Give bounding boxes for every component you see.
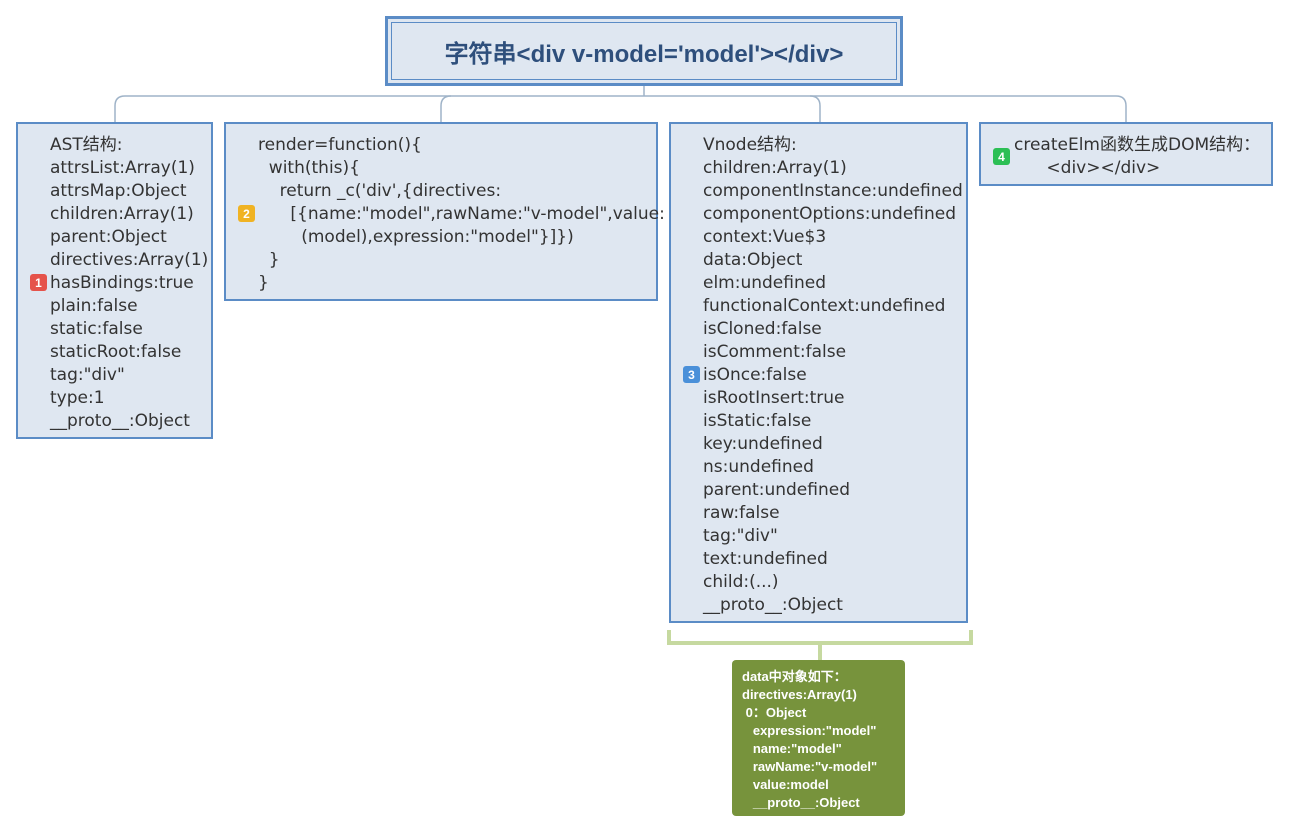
vnode-line: key:undefined bbox=[703, 434, 823, 454]
ast-line: plain:false bbox=[50, 296, 138, 316]
render-lines: render=function(){ with(this){ return _c… bbox=[258, 134, 665, 295]
vnode-line: data:Object bbox=[703, 250, 803, 270]
root-title: 字符串<div v-model='model'></div> bbox=[444, 40, 844, 68]
vnode-line: elm:undefined bbox=[703, 273, 827, 293]
connector-branch-bar bbox=[114, 95, 1127, 122]
render-line: with(this){ bbox=[258, 158, 360, 178]
ast-line: __proto__:Object bbox=[50, 411, 190, 431]
vnode-line: tag:"div" bbox=[703, 526, 778, 546]
render-line: [{name:"model",rawName:"v-model",value: bbox=[258, 204, 665, 224]
ast-lines: AST结构: attrsList:Array(1) attrsMap:Objec… bbox=[50, 134, 208, 433]
connector-to-render bbox=[440, 95, 452, 122]
ast-line: attrsList:Array(1) bbox=[50, 158, 195, 178]
vnode-line: children:Array(1) bbox=[703, 158, 847, 178]
callout-line: data中对象如下： bbox=[742, 669, 847, 684]
render-line: } bbox=[258, 273, 269, 293]
vnode-line: text:undefined bbox=[703, 549, 828, 569]
vnode-line: raw:false bbox=[703, 503, 780, 523]
ast-line: children:Array(1) bbox=[50, 204, 194, 224]
priority-1-badge-icon: 1 bbox=[30, 274, 47, 291]
vnode-line: isOnce:false bbox=[703, 365, 807, 385]
render-line: render=function(){ bbox=[258, 135, 422, 155]
root-node[interactable]: 字符串<div v-model='model'></div> bbox=[385, 16, 903, 86]
vnode-lines: Vnode结构: children:Array(1) componentInst… bbox=[703, 134, 963, 617]
create-elm-lines: createElm函数生成DOM结构： <div></div> bbox=[1014, 134, 1260, 180]
ast-line: static:false bbox=[50, 319, 143, 339]
priority-4-badge-icon: 4 bbox=[993, 148, 1010, 165]
render-line: return _c('div',{directives: bbox=[258, 181, 502, 201]
vnode-line: componentInstance:undefined bbox=[703, 181, 963, 201]
vnode-line: isCloned:false bbox=[703, 319, 822, 339]
callout-line: rawName:"v-model" bbox=[742, 759, 878, 774]
create-elm-node[interactable]: createElm函数生成DOM结构： <div></div> 4 bbox=[979, 122, 1273, 186]
callout-line: expression:"model" bbox=[742, 723, 877, 738]
vnode-line: isStatic:false bbox=[703, 411, 812, 431]
data-summary-callout[interactable]: data中对象如下： directives:Array(1) 0：Object … bbox=[732, 660, 905, 816]
ast-line: type:1 bbox=[50, 388, 105, 408]
vnode-line: componentOptions:undefined bbox=[703, 204, 957, 224]
root-node-inner-border bbox=[391, 22, 897, 80]
vnode-line: Vnode结构: bbox=[703, 135, 797, 155]
summary-bracket bbox=[667, 630, 973, 645]
vnode-line: ns:undefined bbox=[703, 457, 814, 477]
priority-3-badge-icon: 3 bbox=[683, 366, 700, 383]
callout-line: value:model bbox=[742, 777, 829, 792]
ast-line: parent:Object bbox=[50, 227, 167, 247]
vnode-line: parent:undefined bbox=[703, 480, 850, 500]
ast-line: directives:Array(1) bbox=[50, 250, 209, 270]
callout-line: directives:Array(1) bbox=[742, 687, 857, 702]
ast-line: tag:"div" bbox=[50, 365, 125, 385]
ast-line: AST结构: bbox=[50, 135, 123, 155]
create-elm-line: createElm函数生成DOM结构： bbox=[1014, 135, 1261, 155]
vnode-line: __proto__:Object bbox=[703, 595, 843, 615]
vnode-line: isComment:false bbox=[703, 342, 847, 362]
vnode-line: isRootInsert:true bbox=[703, 388, 845, 408]
render-node[interactable]: render=function(){ with(this){ return _c… bbox=[224, 122, 665, 301]
render-line: } bbox=[258, 250, 280, 270]
callout-line: __proto__:Object bbox=[742, 795, 860, 810]
ast-line: staticRoot:false bbox=[50, 342, 182, 362]
vnode-line: context:Vue$3 bbox=[703, 227, 827, 247]
vnode-line: child:(...) bbox=[703, 572, 779, 592]
render-line: (model),expression:"model"}]}) bbox=[258, 227, 574, 247]
create-elm-line: <div></div> bbox=[1014, 158, 1161, 178]
connector-to-vnode bbox=[809, 95, 821, 122]
ast-line: attrsMap:Object bbox=[50, 181, 187, 201]
vnode-node[interactable]: Vnode结构: children:Array(1) componentInst… bbox=[669, 122, 968, 623]
ast-node[interactable]: AST结构: attrsList:Array(1) attrsMap:Objec… bbox=[16, 122, 213, 439]
priority-2-badge-icon: 2 bbox=[238, 205, 255, 222]
callout-line: 0：Object bbox=[742, 705, 807, 720]
vnode-line: functionalContext:undefined bbox=[703, 296, 946, 316]
ast-line: hasBindings:true bbox=[50, 273, 194, 293]
callout-line: name:"model" bbox=[742, 741, 842, 756]
